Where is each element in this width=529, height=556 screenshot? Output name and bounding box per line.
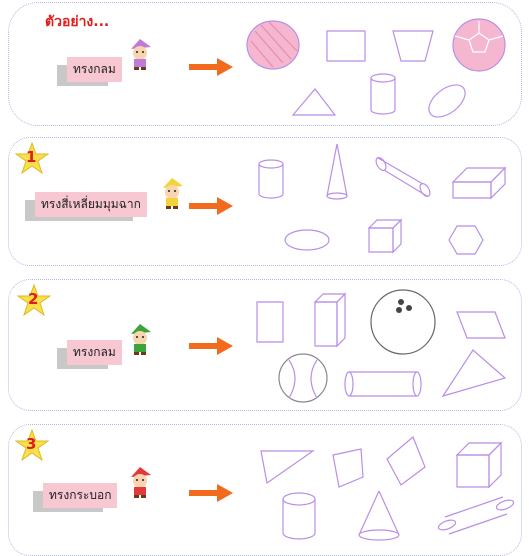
cylinder-shape [259, 160, 283, 198]
question-panel-2: 2 ทรงกลม [8, 279, 522, 411]
hexagon-shape [449, 226, 483, 254]
question-panel-1: 1 ทรงสี่เหลี่ยมมุมฉาก [8, 137, 522, 266]
character-icon [163, 178, 183, 209]
rhombus-shape [387, 437, 425, 485]
bowling-ball-shape [371, 290, 435, 354]
example-title: ตัวอย่าง... [45, 14, 110, 30]
question-number: 3 [26, 435, 37, 453]
triangle-shape [261, 451, 313, 483]
cone-shape [359, 491, 399, 540]
star-number-icon [15, 429, 49, 461]
tilted-cylinder-shape [437, 497, 515, 534]
arrow-icon [189, 58, 233, 76]
question-panel-3: 3 ทรงกระบอก [8, 424, 522, 556]
triangle-shape [443, 350, 505, 396]
quadrilateral-shape [333, 449, 363, 487]
arrow-icon [189, 484, 233, 502]
question-1-shapes [241, 138, 521, 265]
example-shapes [241, 3, 521, 123]
triangle-shape [293, 89, 335, 115]
sphere-shape [247, 21, 299, 69]
cuboid-shape [315, 294, 345, 346]
example-label: ทรงกลม [67, 57, 122, 82]
arrow-icon [189, 337, 233, 355]
cylinder-shape [371, 74, 395, 114]
question-label: ทรงกลม [67, 340, 122, 365]
tilted-cylinder-shape [374, 156, 432, 198]
star-number-icon [15, 142, 49, 174]
question-3-shapes [241, 425, 521, 555]
cylinder-shape [283, 493, 315, 539]
cube-shape [457, 443, 501, 487]
cube-shape [369, 220, 401, 252]
character-icon [131, 39, 151, 70]
example-panel: ตัวอย่าง... ทรงกลม [8, 2, 522, 126]
star-number-icon [17, 284, 51, 316]
arrow-icon [189, 197, 233, 215]
question-number: 2 [28, 290, 39, 308]
character-icon [131, 324, 151, 355]
cuboid-shape [453, 168, 505, 198]
character-icon [131, 467, 151, 498]
horizontal-cylinder-shape [345, 372, 421, 396]
question-label: ทรงสี่เหลี่ยมมุมฉาก [35, 192, 147, 217]
ball-shape [453, 19, 505, 71]
rectangle-shape [327, 31, 365, 61]
trapezoid-shape [393, 31, 433, 61]
question-label: ทรงกระบอก [43, 483, 118, 508]
question-number: 1 [26, 148, 37, 166]
oval-shape [423, 79, 471, 123]
baseball-shape [279, 354, 327, 402]
rectangle-shape [257, 302, 283, 342]
oval-shape [285, 230, 329, 250]
cone-shape [327, 144, 347, 199]
question-2-shapes [241, 280, 521, 410]
parallelogram-shape [457, 312, 505, 338]
